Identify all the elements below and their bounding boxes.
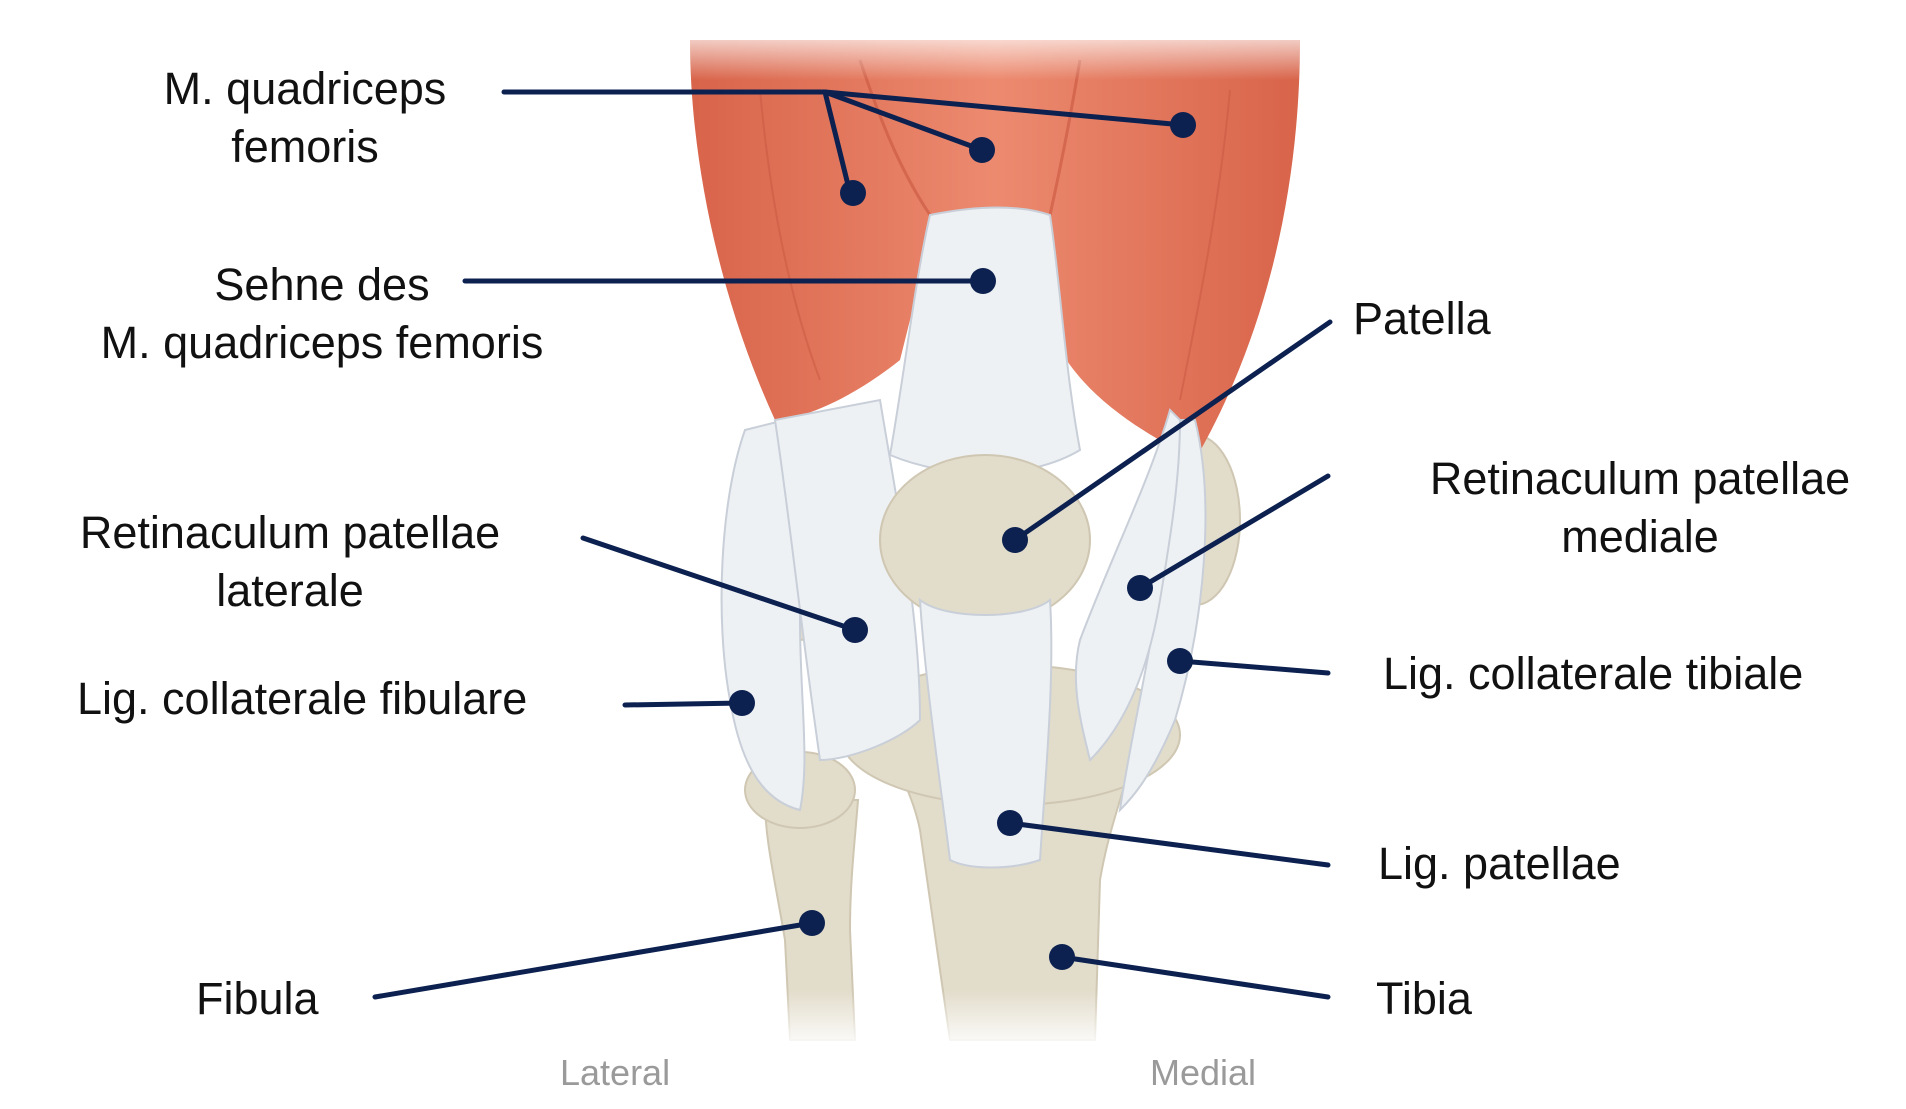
patellar-ligament: [918, 597, 1053, 869]
dot-quadriceps-3: [1170, 112, 1196, 138]
leader-ret-lateral: [580, 535, 858, 633]
label-fibula: Fibula: [196, 973, 319, 1024]
leader-lig-fibulare: [622, 700, 745, 708]
dot-quadriceps-2: [969, 137, 995, 163]
label-retinaculum-lateral-line1: Retinaculum patellae: [79, 507, 501, 558]
label-quadriceps: M. quadriceps femoris: [140, 60, 470, 176]
label-lig-collaterale-tibiale: Lig. collaterale tibiale: [1383, 648, 1804, 699]
orientation-lateral: Lateral: [560, 1052, 671, 1093]
dot-ret-medial: [1127, 575, 1153, 601]
dot-lig-patellae: [997, 810, 1023, 836]
leader-fibula: [372, 920, 815, 1000]
medial-ligaments: [1074, 408, 1207, 813]
label-retinaculum-lateral-line2: laterale: [216, 565, 364, 616]
leader-lig-tibiale: [1177, 658, 1331, 676]
leader-ret-medial: [1137, 473, 1331, 591]
patella-bone: [879, 454, 1091, 626]
label-retinaculum-lateral: Retinaculum patellae laterale: [40, 504, 540, 620]
label-tibia: Tibia: [1376, 973, 1472, 1024]
dot-patella: [1002, 527, 1028, 553]
dot-lig-tibiale: [1167, 648, 1193, 674]
dot-tibia: [1049, 944, 1075, 970]
label-sehne-line2: M. quadriceps femoris: [100, 317, 544, 368]
leader-tibia: [1059, 954, 1331, 1000]
dot-ret-lateral: [842, 617, 868, 643]
dot-fibula: [799, 910, 825, 936]
leader-quadriceps-3: [822, 89, 1186, 128]
top-fade: [680, 20, 1310, 80]
bottom-fade: [700, 990, 1200, 1050]
dot-sehne: [970, 268, 996, 294]
label-quadriceps-line1: M. quadriceps: [163, 63, 447, 114]
leader-lig-patellae: [1007, 820, 1331, 868]
leader-dots: [729, 112, 1196, 970]
leader-patella: [1012, 319, 1333, 543]
orientation-medial: Medial: [1150, 1052, 1257, 1093]
label-patella: Patella: [1353, 293, 1491, 344]
label-retinaculum-medial: Retinaculum patellae mediale: [1390, 450, 1890, 566]
label-retinaculum-medial-line1: Retinaculum patellae: [1429, 453, 1851, 504]
leader-lines: [372, 89, 1333, 1000]
label-sehne-line1: Sehne des: [214, 259, 430, 310]
label-lig-collaterale-fibulare: Lig. collaterale fibulare: [77, 673, 528, 724]
lateral-ligaments: [720, 398, 922, 812]
label-lig-patellae: Lig. patellae: [1378, 838, 1621, 889]
label-retinaculum-medial-line2: mediale: [1561, 511, 1719, 562]
label-sehne: Sehne des M. quadriceps femoris: [62, 256, 582, 372]
dot-quadriceps-1: [840, 180, 866, 206]
quadriceps-tendon: [888, 206, 1082, 475]
label-quadriceps-line2: femoris: [231, 121, 379, 172]
dot-lig-fibulare: [729, 690, 755, 716]
leader-quadriceps-1: [822, 89, 853, 196]
leader-quadriceps-2: [822, 89, 985, 153]
